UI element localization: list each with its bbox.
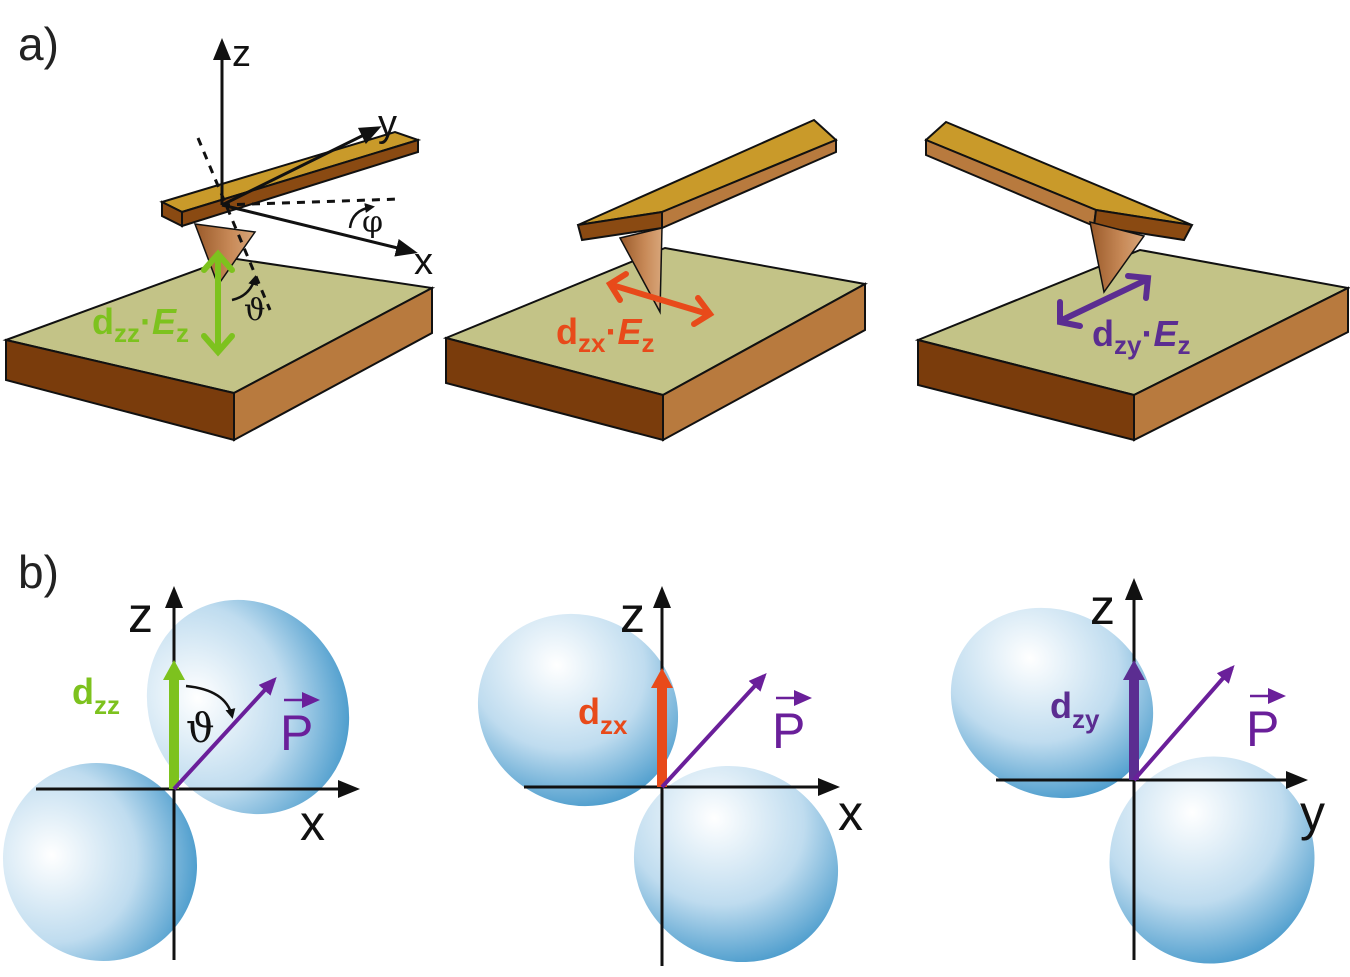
dzy-oscillation-arrow	[1057, 273, 1152, 329]
dzz-vector-bar	[169, 678, 179, 789]
p-vector-3	[1132, 664, 1235, 782]
p-label-2: P	[772, 703, 805, 759]
dzx-oscillation-arrow	[605, 271, 715, 327]
dzx-ez-label: dzx·Ez	[556, 311, 654, 358]
dzy-vector-head	[1123, 660, 1145, 680]
cantilever-2	[576, 118, 838, 315]
theta-label-a: ϑ	[244, 293, 265, 328]
axis-x-label-b2: x	[838, 785, 863, 841]
dzy-vector-bar	[1129, 678, 1139, 780]
axis-z-label-b2: z	[620, 587, 645, 643]
coordinate-axes-a	[196, 38, 418, 311]
substrate-block-3	[914, 248, 1350, 442]
p-vector-1	[172, 677, 277, 791]
substrate-block-2	[442, 246, 868, 442]
axis-z-label-b3: z	[1090, 579, 1115, 635]
dzz-label: dzz	[72, 671, 120, 720]
panel-b-label: b)	[18, 546, 59, 598]
dzy-ez-label: dzy·Ez	[1092, 313, 1190, 360]
radiation-lobes-2	[477, 613, 839, 963]
dzz-vector-head	[163, 660, 185, 680]
dzx-label: dzx	[578, 691, 628, 740]
axis-x-label-b1: x	[300, 795, 325, 851]
cantilever-3	[924, 120, 1194, 294]
panel-a-label: a)	[18, 18, 59, 70]
dzx-vector-head	[651, 668, 673, 688]
dzx-vector-bar	[657, 686, 667, 787]
p-label-3: P	[1246, 701, 1279, 757]
axis-z-label-a: z	[232, 33, 251, 75]
theta-arc	[185, 684, 236, 719]
axis-x-label-a: x	[414, 241, 433, 283]
theta-label-b: ϑ	[186, 706, 215, 752]
dzz-ez-label: dzz·Ez	[92, 301, 189, 348]
radiation-lobes-3	[950, 607, 1315, 964]
dzz-oscillation-arrow	[201, 249, 235, 357]
axis-z-label-b1: z	[128, 587, 153, 643]
p-vector-2	[660, 673, 767, 789]
axis-y-label-b3: y	[1300, 785, 1325, 841]
dzy-label: dzy	[1050, 685, 1100, 734]
p-label-1: P	[280, 705, 313, 761]
axis-y-label-a: y	[378, 103, 397, 145]
phi-label: φ	[362, 205, 383, 240]
